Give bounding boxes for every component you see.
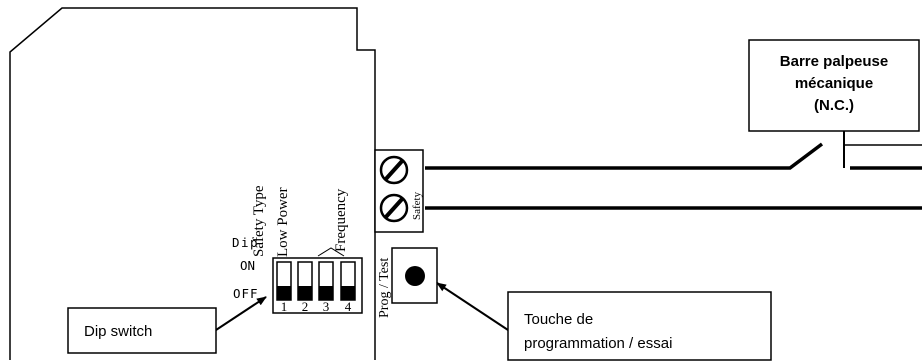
callout-edge-line3: (N.C.) bbox=[814, 97, 854, 114]
switch-2 bbox=[297, 261, 313, 301]
callout-edge-sensor: Barre palpeuse mécanique (N.C.) bbox=[748, 39, 920, 132]
board-outline bbox=[9, 7, 376, 360]
on-label: ON bbox=[240, 258, 255, 273]
button-label: Prog / Test bbox=[377, 258, 392, 318]
callout-edge-line2: mécanique bbox=[795, 75, 873, 92]
callout-dip-switch-text: Dip switch bbox=[84, 323, 152, 340]
callout-prog-line2: programmation / essai bbox=[524, 335, 672, 352]
dip-switch-arrow bbox=[215, 296, 267, 331]
terminal-label: Safety bbox=[411, 191, 423, 220]
wire-top bbox=[425, 142, 824, 170]
callout-dip-switch: Dip switch bbox=[67, 307, 217, 354]
callout-edge-line1: Barre palpeuse bbox=[780, 53, 888, 70]
label-safety-type: Safety Type bbox=[251, 185, 267, 257]
screw-terminal-1 bbox=[379, 155, 409, 185]
off-label: OFF bbox=[233, 286, 259, 301]
terminal-block: Safety bbox=[374, 149, 424, 233]
switch-number-3: 3 bbox=[323, 299, 330, 314]
switch-4 bbox=[340, 261, 356, 301]
label-low-power: Low Power bbox=[275, 187, 291, 257]
switch-1 bbox=[276, 261, 292, 301]
frequency-bracket bbox=[317, 247, 345, 257]
switch-number-2: 2 bbox=[302, 299, 309, 314]
callout-prog-button: Touche de programmation / essai bbox=[507, 291, 772, 361]
wires bbox=[425, 142, 922, 210]
dip-label: Dip bbox=[232, 235, 259, 250]
switch-3 bbox=[318, 261, 334, 301]
prog-test-button bbox=[391, 247, 438, 304]
switch-number-1: 1 bbox=[281, 299, 288, 314]
callout-prog-line1: Touche de bbox=[524, 311, 593, 328]
screw-terminal-2 bbox=[379, 193, 409, 223]
switch-number-4: 4 bbox=[345, 299, 352, 314]
dip-switch-block: 1 2 3 4 bbox=[272, 257, 363, 314]
prog-button-arrow bbox=[436, 282, 509, 331]
label-frequency: Frequency bbox=[333, 188, 349, 252]
